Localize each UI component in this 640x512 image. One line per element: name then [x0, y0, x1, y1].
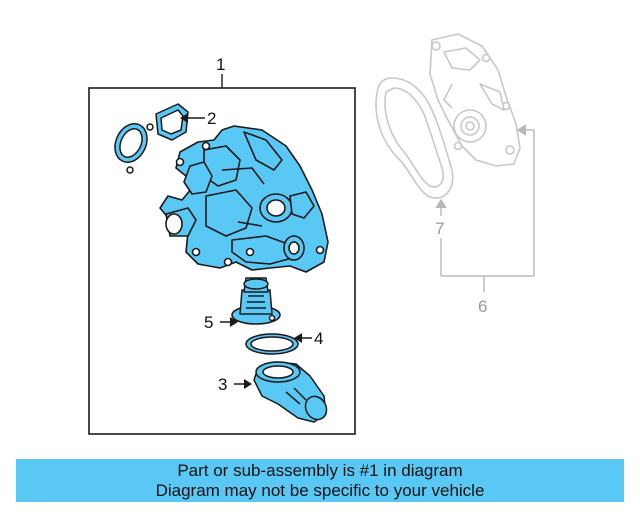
ghost-leaders	[435, 124, 535, 292]
assembly-frame	[88, 87, 356, 435]
callout-4: 4	[314, 329, 323, 348]
thermostat-5	[220, 277, 281, 327]
callout-7: 7	[435, 219, 444, 238]
o-ring-4	[245, 333, 312, 355]
water-pump-ghost	[375, 33, 521, 199]
callout-5: 5	[204, 313, 213, 332]
callout-1: 1	[216, 55, 225, 74]
banner-line-2: Diagram may not be specific to your vehi…	[155, 480, 485, 500]
callout-6: 6	[478, 297, 487, 316]
cap-gasket-2	[114, 103, 205, 174]
banner-line-1: Part or sub-assembly is #1 in diagram	[177, 460, 463, 480]
outlet-pipe-3	[234, 361, 328, 423]
callout-3: 3	[218, 375, 227, 394]
callout-2: 2	[207, 109, 216, 128]
thermostat-housing-1	[159, 125, 329, 273]
info-banner: Part or sub-assembly is #1 in diagram Di…	[16, 459, 624, 502]
